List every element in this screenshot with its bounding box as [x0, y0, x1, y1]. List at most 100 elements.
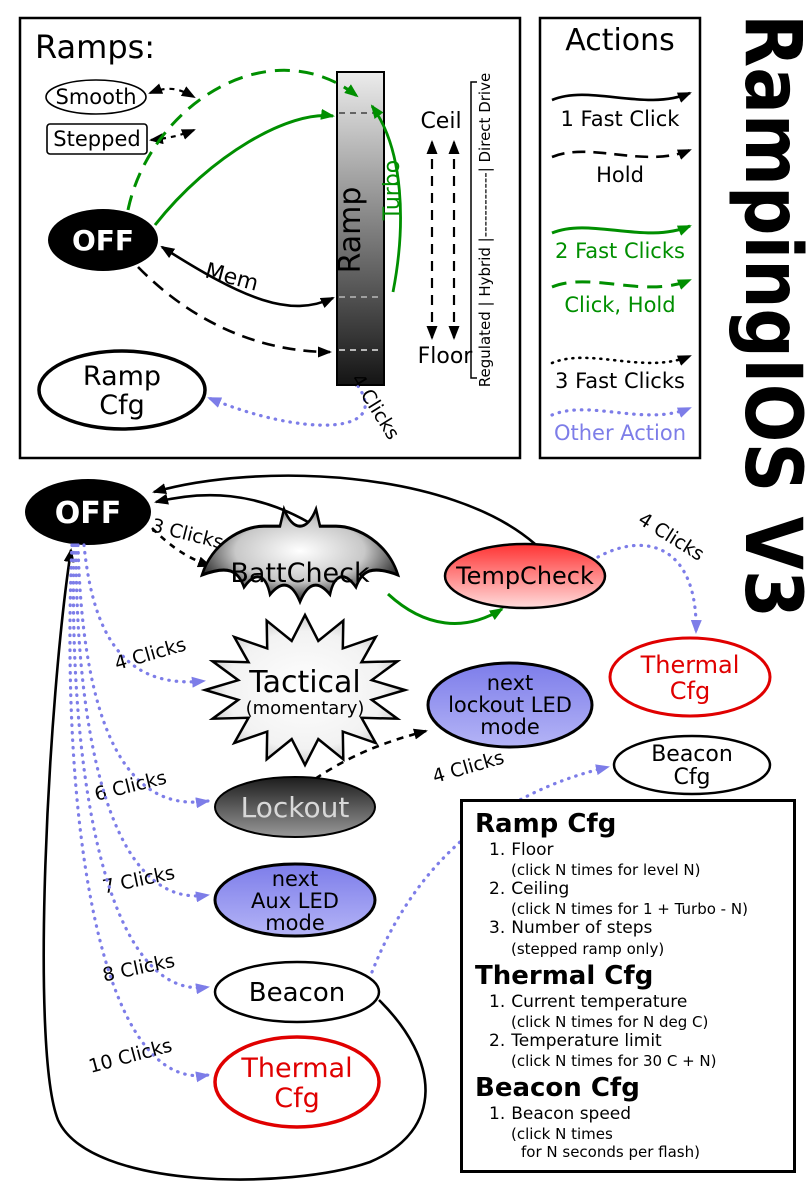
- off-label-top: OFF: [72, 224, 134, 257]
- cfg-item: 2.Temperature limit: [475, 1031, 787, 1052]
- page-title: RampingIOS V3: [727, 14, 812, 618]
- smooth-toggle-arrow: [148, 83, 196, 98]
- cfg-subnote: (click N times for 1 + Turbo - N): [511, 900, 748, 919]
- lockout-led-label-2: lockout LED: [448, 693, 572, 717]
- arrow-off-floor-hold: [137, 266, 332, 358]
- thermal-cfg-right-label-1: Thermal: [640, 651, 740, 679]
- smooth-node: [45, 79, 147, 115]
- arrow-off-battcheck: [151, 527, 212, 568]
- thermal-cfg-node-right: [608, 636, 772, 718]
- beacon-cfg-label-1: Beacon: [651, 742, 733, 767]
- cfg-item-text: Ceiling: [511, 879, 570, 900]
- cfg-item-number: 2.: [489, 879, 506, 900]
- drive-scale-label: Regulated | Hybrid |------------| Direct…: [476, 73, 494, 387]
- drive-scale-bracket: [470, 81, 477, 379]
- ramp-bar: [336, 71, 385, 386]
- legend-arrow-other: [550, 406, 692, 418]
- beacon-cfg-label-2: Cfg: [673, 765, 710, 790]
- aux-led-label-3: mode: [265, 911, 325, 935]
- beacon-cfg-node: [612, 734, 772, 796]
- cfg-item: 1.Current temperature: [475, 992, 787, 1013]
- clicks4-thermal-label: 4 Clicks: [634, 508, 708, 566]
- cfg-item-text: Floor: [511, 839, 554, 860]
- cfg-item-text: Beacon speed: [511, 1103, 632, 1124]
- actions-box-border: [538, 16, 702, 460]
- beacon-label: Beacon: [249, 978, 345, 1008]
- stepped-node: [46, 123, 148, 155]
- floor-label: Floor: [418, 344, 474, 369]
- arrow-off-beacon: [71, 543, 210, 995]
- stepped-toggle-arrow: [149, 128, 196, 145]
- tactical-label-2: (momentary): [246, 698, 365, 719]
- cfg-subnote: (click N times for 30 C + N): [511, 1052, 717, 1071]
- clicks3-label: 3 Clicks: [149, 515, 225, 554]
- off-node-top: [48, 209, 158, 271]
- legend-label-hold: Hold: [596, 163, 644, 187]
- cfg-subnote: (click N times: [511, 1125, 613, 1144]
- lockout-led-label-1: next: [487, 671, 534, 695]
- tempcheck-node: [443, 542, 607, 610]
- mem-label: Mem: [202, 259, 261, 297]
- legend-label-3clicks: 3 Fast Clicks: [555, 369, 685, 393]
- clicks4-tactical-label: 4 Clicks: [112, 634, 189, 675]
- arrow-tempcheck-thermalcfg: [596, 543, 702, 634]
- thermal-cfg-right-label-2: Cfg: [670, 677, 710, 705]
- ramps-box-border: [18, 16, 522, 460]
- legend-label-1click: 1 Fast Click: [561, 107, 681, 131]
- arrow-battcheck-tempcheck: [386, 592, 504, 625]
- battcheck-node: [199, 504, 401, 606]
- cfg-subnote: (stepped ramp only): [511, 939, 665, 958]
- arrow-return-loop: [42, 548, 427, 1181]
- legend-arrow-clickhold: [551, 278, 692, 290]
- tactical-node: [200, 612, 410, 768]
- thermal-cfg-bottom-label-1: Thermal: [240, 1053, 352, 1084]
- cfg-item-number: 2.: [489, 1030, 506, 1051]
- tactical-label-1: Tactical: [248, 665, 361, 700]
- lockout-led-node: [426, 661, 594, 749]
- arrow-off-ramp-2clicks: [153, 108, 335, 226]
- cfg-subnote: (click N times for level N): [511, 861, 701, 880]
- arrow-off-ramp-clickhold: [126, 68, 359, 211]
- ramp-cfg-label-2: Cfg: [99, 390, 145, 421]
- thermal-cfg-bottom-label-2: Cfg: [274, 1083, 320, 1114]
- cfg-heading-thermal: Thermal Cfg: [475, 960, 654, 991]
- arrow-mem: [160, 245, 335, 309]
- arrow-battcheck-to-off: [154, 493, 309, 524]
- legend-arrow-2clicks: [551, 224, 692, 236]
- clicks6-label: 6 Clicks: [92, 767, 168, 806]
- ramps-box-title: Ramps:: [35, 28, 155, 66]
- cfg-item: 3.Number of steps: [475, 918, 787, 939]
- legend-label-2clicks: 2 Fast Clicks: [555, 239, 685, 263]
- tempcheck-label: TempCheck: [455, 562, 594, 590]
- cfg-item-number: 1.: [489, 1103, 506, 1124]
- actions-box-title: Actions: [565, 23, 675, 58]
- clicks10-label: 10 Clicks: [86, 1035, 174, 1078]
- ramp-cfg-node: [37, 349, 207, 431]
- clicks4-beacon-label: 4 Clicks: [430, 747, 507, 788]
- lockout-node: [214, 776, 376, 838]
- arrow-off-thermalcfg: [68, 543, 210, 1083]
- cfg-item-number: 3.: [489, 918, 506, 939]
- cfg-item: 1.Beacon speed: [475, 1104, 787, 1125]
- cfg-item: 1.Floor: [475, 840, 787, 861]
- cfg-item: 2.Ceiling: [475, 879, 787, 900]
- cfg-subnote: for N seconds per flash): [521, 1143, 700, 1162]
- ceil-label: Ceil: [420, 109, 461, 134]
- legend-label-clickhold: Click, Hold: [564, 293, 675, 317]
- config-reference-box: Ramp Cfg 1.Floor (click N times for leve…: [460, 799, 796, 1173]
- aux-led-label-1: next: [272, 867, 319, 891]
- lockout-label: Lockout: [241, 791, 350, 824]
- arrow-ramp-rampcfg: [207, 384, 367, 427]
- off-label-main: OFF: [55, 496, 122, 531]
- beacon-node: [213, 960, 381, 1024]
- ramp-bar-label: Ramp: [333, 187, 368, 274]
- legend-label-other: Other Action: [554, 421, 686, 445]
- cfg-item-text: Number of steps: [511, 918, 653, 939]
- thermal-cfg-node-bottom: [213, 1035, 381, 1129]
- battcheck-label: BattCheck: [230, 558, 370, 589]
- cfg-item-text: Temperature limit: [511, 1030, 662, 1051]
- cfg-subnote: (click N times for N deg C): [511, 1012, 709, 1031]
- cfg-item-number: 1.: [489, 839, 506, 860]
- arrow-off-aux: [74, 543, 210, 903]
